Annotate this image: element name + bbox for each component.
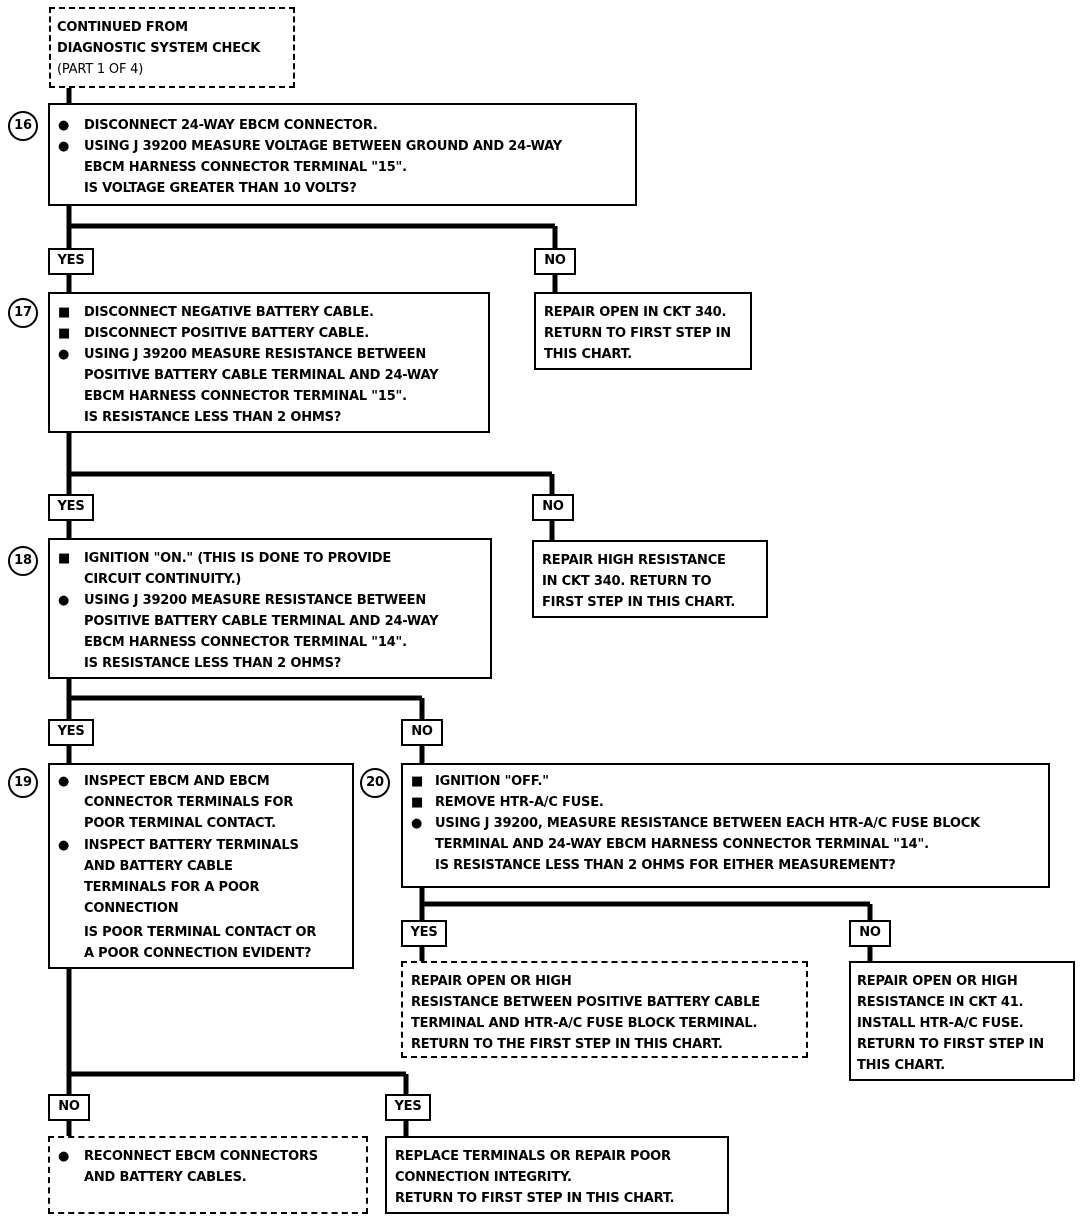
bullet-icon: ■ [58, 305, 71, 320]
step-19-text: INSPECT EBCM AND EBCM [84, 774, 270, 789]
step-18-question: IS RESISTANCE LESS THAN 2 OHMS? [84, 656, 342, 671]
step-16-question: IS VOLTAGE GREATER THAN 10 VOLTS? [84, 181, 357, 196]
start-box: CONTINUED FROM DIAGNOSTIC SYSTEM CHECK (… [49, 7, 295, 88]
step-19-text: POOR TERMINAL CONTACT. [84, 816, 276, 831]
result-text: RESISTANCE IN CKT 41. [857, 995, 1024, 1010]
bullet-icon: ■ [411, 795, 424, 810]
no-label: NO [849, 920, 891, 947]
result-19-yes: REPLACE TERMINALS OR REPAIR POOR CONNECT… [385, 1136, 729, 1214]
step-18-text: POSITIVE BATTERY CABLE TERMINAL AND 24-W… [84, 614, 439, 629]
result-text: TERMINAL AND HTR-A/C FUSE BLOCK TERMINAL… [411, 1016, 758, 1031]
result-text: INSTALL HTR-A/C FUSE. [857, 1016, 1024, 1031]
no-label: NO [534, 248, 576, 275]
step-20-text: USING J 39200, MEASURE RESISTANCE BETWEE… [435, 816, 980, 831]
result-text: RECONNECT EBCM CONNECTORS [84, 1149, 318, 1164]
step-17-question: IS RESISTANCE LESS THAN 2 OHMS? [84, 410, 342, 425]
bullet-icon: ● [411, 816, 423, 831]
start-line: DIAGNOSTIC SYSTEM CHECK [57, 41, 261, 56]
step-number-19: 19 [8, 768, 38, 798]
step-19-text: CONNECTION [84, 901, 179, 916]
step-17-text: USING J 39200 MEASURE RESISTANCE BETWEEN [84, 347, 426, 362]
result-text: REPAIR HIGH RESISTANCE [542, 553, 726, 568]
step-17-text: POSITIVE BATTERY CABLE TERMINAL AND 24-W… [84, 368, 439, 383]
result-text: RETURN TO FIRST STEP IN THIS CHART. [395, 1191, 675, 1206]
yes-label: YES [48, 248, 94, 275]
result-text: AND BATTERY CABLES. [84, 1170, 247, 1185]
step-19-box: ● INSPECT EBCM AND EBCM CONNECTOR TERMIN… [48, 763, 354, 969]
result-16-no: REPAIR OPEN IN CKT 340. RETURN TO FIRST … [534, 292, 752, 370]
bullet-icon: ● [58, 774, 70, 789]
step-18-box: ■ IGNITION "ON." (THIS IS DONE TO PROVID… [48, 538, 492, 679]
start-line: (PART 1 OF 4) [57, 62, 144, 77]
bullet-icon: ■ [58, 326, 71, 341]
result-20-yes: REPAIR OPEN OR HIGH RESISTANCE BETWEEN P… [401, 961, 808, 1058]
step-20-text: REMOVE HTR-A/C FUSE. [435, 795, 604, 810]
step-20-text: IGNITION "OFF." [435, 774, 549, 789]
step-16-text: USING J 39200 MEASURE VOLTAGE BETWEEN GR… [84, 139, 562, 154]
step-16-box: ● DISCONNECT 24-WAY EBCM CONNECTOR. ● US… [48, 103, 637, 206]
step-17-text: DISCONNECT NEGATIVE BATTERY CABLE. [84, 305, 374, 320]
result-text: REPAIR OPEN OR HIGH [411, 974, 572, 989]
step-19-question: A POOR CONNECTION EVIDENT? [84, 946, 312, 961]
result-20-no: REPAIR OPEN OR HIGH RESISTANCE IN CKT 41… [849, 961, 1075, 1081]
result-text: REPLACE TERMINALS OR REPAIR POOR [395, 1149, 671, 1164]
yes-label: YES [48, 494, 94, 521]
result-text: RETURN TO FIRST STEP IN [544, 326, 731, 341]
bullet-icon: ■ [58, 551, 71, 566]
result-text: RETURN TO FIRST STEP IN [857, 1037, 1044, 1052]
bullet-icon: ● [58, 1149, 70, 1164]
step-17-box: ■ DISCONNECT NEGATIVE BATTERY CABLE. ■ D… [48, 292, 490, 433]
result-text: THIS CHART. [544, 347, 633, 362]
step-18-text: CIRCUIT CONTINUITY.) [84, 572, 242, 587]
no-label: NO [401, 719, 443, 746]
step-number-16: 16 [8, 111, 38, 141]
step-17-text: DISCONNECT POSITIVE BATTERY CABLE. [84, 326, 370, 341]
result-text: CONNECTION INTEGRITY. [395, 1170, 572, 1185]
result-text: REPAIR OPEN OR HIGH [857, 974, 1018, 989]
step-number-17: 17 [8, 298, 38, 328]
bullet-icon: ● [58, 593, 70, 608]
bullet-icon: ■ [411, 774, 424, 789]
step-20-box: ■ IGNITION "OFF." ■ REMOVE HTR-A/C FUSE.… [401, 763, 1050, 888]
step-20-text: TERMINAL AND 24-WAY EBCM HARNESS CONNECT… [435, 837, 929, 852]
step-17-text: EBCM HARNESS CONNECTOR TERMINAL "15". [84, 389, 407, 404]
step-number-18: 18 [8, 546, 38, 576]
result-text: THIS CHART. [857, 1058, 946, 1073]
step-number-20: 20 [360, 768, 390, 798]
bullet-icon: ● [58, 838, 70, 853]
bullet-icon: ● [58, 347, 70, 362]
result-text: REPAIR OPEN IN CKT 340. [544, 305, 727, 320]
start-line: CONTINUED FROM [57, 20, 188, 35]
result-text: IN CKT 340. RETURN TO [542, 574, 712, 589]
no-label: NO [532, 494, 574, 521]
result-text: RETURN TO THE FIRST STEP IN THIS CHART. [411, 1037, 723, 1052]
step-19-text: CONNECTOR TERMINALS FOR [84, 795, 294, 810]
step-16-text: DISCONNECT 24-WAY EBCM CONNECTOR. [84, 118, 378, 133]
yes-label: YES [48, 719, 94, 746]
no-label: NO [48, 1094, 90, 1121]
result-19-no: ● RECONNECT EBCM CONNECTORS AND BATTERY … [48, 1136, 368, 1214]
bullet-icon: ● [58, 139, 70, 154]
step-19-text: INSPECT BATTERY TERMINALS [84, 838, 299, 853]
step-19-text: AND BATTERY CABLE [84, 859, 233, 874]
result-17-no: REPAIR HIGH RESISTANCE IN CKT 340. RETUR… [532, 540, 768, 618]
step-16-text: EBCM HARNESS CONNECTOR TERMINAL "15". [84, 160, 407, 175]
yes-label: YES [401, 920, 447, 947]
bullet-icon: ● [58, 118, 70, 133]
result-text: FIRST STEP IN THIS CHART. [542, 595, 736, 610]
result-text: RESISTANCE BETWEEN POSITIVE BATTERY CABL… [411, 995, 760, 1010]
step-19-question: IS POOR TERMINAL CONTACT OR [84, 925, 317, 940]
step-18-text: IGNITION "ON." (THIS IS DONE TO PROVIDE [84, 551, 392, 566]
yes-label: YES [385, 1094, 431, 1121]
step-18-text: EBCM HARNESS CONNECTOR TERMINAL "14". [84, 635, 407, 650]
step-18-text: USING J 39200 MEASURE RESISTANCE BETWEEN [84, 593, 426, 608]
step-20-question: IS RESISTANCE LESS THAN 2 OHMS FOR EITHE… [435, 858, 896, 873]
step-19-text: TERMINALS FOR A POOR [84, 880, 260, 895]
